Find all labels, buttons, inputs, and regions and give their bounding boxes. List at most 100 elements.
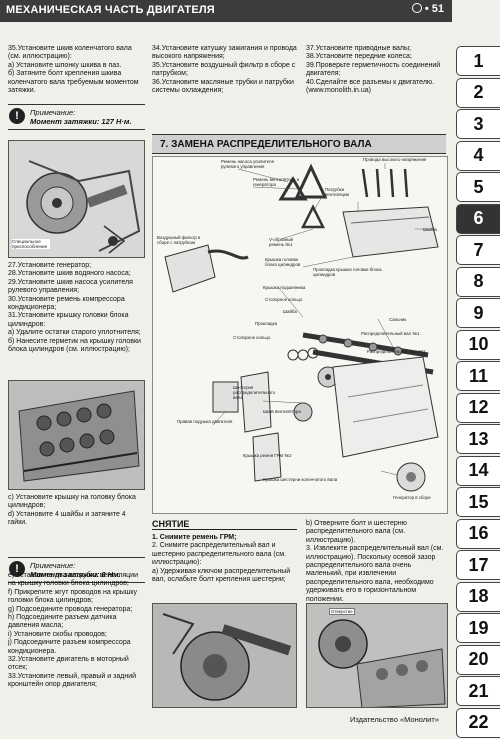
text-line: 35.Установите шкив коленчатого вала (см.… — [8, 45, 132, 61]
text-line: 35.Установите воздушный фильтр в сборе с… — [152, 61, 296, 78]
text-line: 27.Установите генератор; — [8, 262, 92, 269]
photo-drawing — [307, 604, 447, 707]
photo-camshaft-removal: Отверстие — [306, 603, 448, 708]
subsection-title-text: Снятие — [152, 519, 190, 529]
text-line: 28.Установите шкив водяного насоса; — [8, 270, 131, 278]
label-gasket: Прокладка крышки головки блока цилиндров — [313, 267, 382, 277]
text-line: с) Установите крышку на головку блока ци… — [8, 494, 136, 510]
label-fan-belt: Ремень вентилятора и генератора — [253, 177, 300, 187]
column-1-mid: 27.Установите генератор; 28.Установите ш… — [8, 262, 145, 354]
text-line: а) Удалите остатки старого уплотнителя; — [8, 329, 141, 337]
label-seal: Сальник — [389, 317, 407, 322]
label-generator: Генератор в сборе — [393, 495, 431, 500]
label-fan-pulley: Шкив вентилятора — [263, 409, 301, 414]
chapter-tab-19[interactable]: 19 — [456, 613, 500, 643]
text-line: б) Нанесите герметик на крышку головки б… — [8, 337, 141, 354]
text-line: h) Подсоедините разъем датчика давления … — [8, 614, 117, 630]
page-number-value: 51 — [431, 3, 444, 15]
chapter-tab-13[interactable]: 13 — [456, 424, 500, 454]
text-line: 40.Сделайте все разъемы к двигателю. (ww… — [306, 78, 435, 95]
text-line: 1. Снимите ремень ГРМ; — [152, 534, 237, 541]
chapter-tab-6[interactable]: 6 — [456, 203, 500, 234]
chapter-tab-11[interactable]: 11 — [456, 361, 500, 391]
text-line: 39.Проверьте герметичность соединений дв… — [306, 61, 441, 78]
chapter-tab-14[interactable]: 14 — [456, 455, 500, 486]
label-vent-hoses: Патрубки вентиляции — [325, 187, 349, 197]
photo-wrench-camshaft — [152, 603, 297, 708]
chapter-tab-8[interactable]: 8 — [456, 266, 500, 297]
chapter-tab-10[interactable]: 10 — [456, 329, 500, 360]
chapter-tab-16[interactable]: 16 — [456, 518, 500, 549]
text-line: 30.Установите ремень компрессора кондици… — [8, 295, 125, 312]
chapter-tab-2[interactable]: 2 — [456, 77, 500, 108]
label-cam-gear: Шестерня распределительного вала — [233, 385, 276, 400]
column-1-bottom: е) Установите два патрубка вентиляции на… — [8, 572, 145, 690]
label-camshaft-1: Распределительный вал №1 — [361, 331, 420, 336]
text-line: 38.Установите передние колеса; — [306, 53, 412, 61]
removal-steps-left: 1. Снимите ремень ГРМ; 2. Снимите распре… — [152, 534, 297, 584]
chapter-tab-21[interactable]: 21 — [456, 676, 500, 706]
label-bearing-cap: Крышка подшипника — [263, 285, 306, 290]
column-1-top: 35.Установите шкив коленчатого вала (см.… — [8, 45, 145, 95]
text-line: а) Установите шпонку шкива в паз. — [8, 61, 122, 69]
chapter-tab-7[interactable]: 7 — [456, 235, 500, 265]
label-timing-cover-2: Крышка ремня ГРМ №2 — [243, 453, 292, 458]
text-line: b) Отверните болт и шестерню распределит… — [306, 520, 407, 544]
column-1-after-photo: с) Установите крышку на головку блока ци… — [8, 494, 145, 528]
text-line: е) Установите два патрубка вентиляции на… — [8, 572, 138, 588]
chapter-tab-3[interactable]: 3 — [456, 109, 500, 139]
label-camshaft-2: Распределительный вал №2 — [367, 349, 426, 354]
text-line: 29.Установите шкив насоса усилителя руле… — [8, 278, 133, 295]
page-header: Механическая часть двигателя • 51 — [0, 0, 452, 22]
footer-publisher: Издательство «Монолит» — [350, 715, 439, 724]
warning-icon: ! — [9, 108, 25, 124]
chapter-tab-12[interactable]: 12 — [456, 392, 500, 423]
column-3-top: 37.Установите приводные валы; 38.Установ… — [306, 45, 448, 95]
chapter-tab-15[interactable]: 15 — [456, 487, 500, 517]
text-line: d) Установите 4 шайбы и затяните 4 гайки… — [8, 510, 126, 527]
page-icon — [411, 3, 422, 13]
section-title-text: 7. Замена распределительного вала — [160, 138, 372, 150]
text-line: 37.Установите приводные валы; — [306, 45, 411, 52]
photo-caption-hole: Отверстие — [329, 608, 355, 615]
label-pump-belt: Ремень насоса усилителя рулевого управле… — [221, 159, 274, 169]
page-number: • 51 — [411, 3, 444, 15]
label-v-belt: V-образный ремень №1 — [269, 237, 293, 247]
note-value: Момент затяжки: 127 Н·м. — [30, 117, 132, 126]
section-title: 7. Замена распределительного вала — [152, 134, 446, 154]
label-retaining-ring-2: Стопорное кольцо — [233, 335, 271, 340]
text-line: 36.Установите масляные трубки и патрубки… — [152, 78, 294, 95]
text-line: 33.Установите левый, правый и задний кро… — [8, 672, 137, 689]
text-line: 2. Снимите распределительный вал и шесте… — [152, 542, 286, 567]
photo-caption: Специальное приспособление — [12, 239, 50, 249]
note-label: Примечание: — [30, 561, 76, 570]
label-air-filter: Воздушный фильтр в сборе с патрубком — [157, 235, 201, 245]
text-line: 31.Установите крышку головки блока цилин… — [8, 312, 129, 328]
chapter-tab-9[interactable]: 9 — [456, 298, 500, 328]
chapter-tab-4[interactable]: 4 — [456, 140, 500, 171]
text-line: 3. Извлеките распределительный вал (см. … — [306, 545, 444, 603]
text-line: 32.Установите двигатель в моторный отсек… — [8, 656, 129, 672]
note-value: Момент затяжки: 8 Нм. — [30, 570, 121, 579]
label-washer: Шайба — [423, 227, 437, 232]
text-line: а) Удерживая ключом распределительный ва… — [152, 567, 291, 584]
label-hv-wires: Провода высокого напряжения — [363, 157, 427, 162]
note-label: Примечание: — [30, 108, 76, 117]
label-washer-2: Шайба — [283, 309, 297, 314]
removal-steps-right: b) Отверните болт и шестерню распределит… — [306, 520, 448, 604]
column-2-top: 34.Установите катушку зажигания и провод… — [152, 45, 297, 95]
chapter-tab-5[interactable]: 5 — [456, 172, 500, 202]
text-line: i) Установите скобы проводов; — [8, 630, 107, 638]
chapter-tab-18[interactable]: 18 — [456, 581, 500, 612]
chapter-tab-17[interactable]: 17 — [456, 550, 500, 580]
exploded-diagram: Ремень насоса усилителя рулевого управле… — [152, 156, 448, 514]
chapter-tab-22[interactable]: 22 — [456, 707, 500, 738]
note-torque-2: ! Примечание: Момент затяжки: 8 Нм. — [8, 557, 145, 583]
label-gasket-2: Прокладка — [255, 321, 278, 326]
warning-icon: ! — [9, 561, 25, 577]
photo-drawing — [9, 381, 144, 489]
chapter-tab-1[interactable]: 1 — [456, 46, 500, 76]
photo-crankshaft-pulley: Специальное приспособление — [8, 140, 145, 258]
chapter-tab-20[interactable]: 20 — [456, 644, 500, 675]
